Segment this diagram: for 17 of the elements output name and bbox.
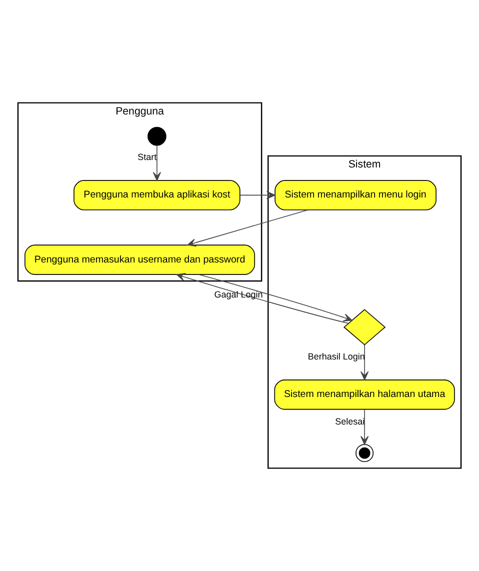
node-box: Sistem menampilkan halaman utama [274, 380, 455, 410]
arrow [152, 144, 162, 181]
arrow [240, 191, 276, 200]
node-circle [148, 126, 166, 146]
node-circle [356, 444, 374, 462]
edge-label: Gagal Login [214, 289, 263, 300]
arrow [198, 274, 352, 322]
node-box: Pengguna membuka aplikasi kost [74, 180, 240, 210]
edge-label: Selesai [335, 416, 365, 426]
arrow [187, 210, 308, 247]
arrow [360, 344, 369, 380]
node-box: Pengguna memasukan username dan password [24, 244, 256, 275]
edge-label: Berhasil Login [308, 352, 365, 362]
arrow [176, 273, 349, 324]
node-box: Sistem menampilkan menu login [274, 180, 436, 210]
arrow [360, 409, 369, 445]
edge-label: Start [138, 152, 157, 162]
